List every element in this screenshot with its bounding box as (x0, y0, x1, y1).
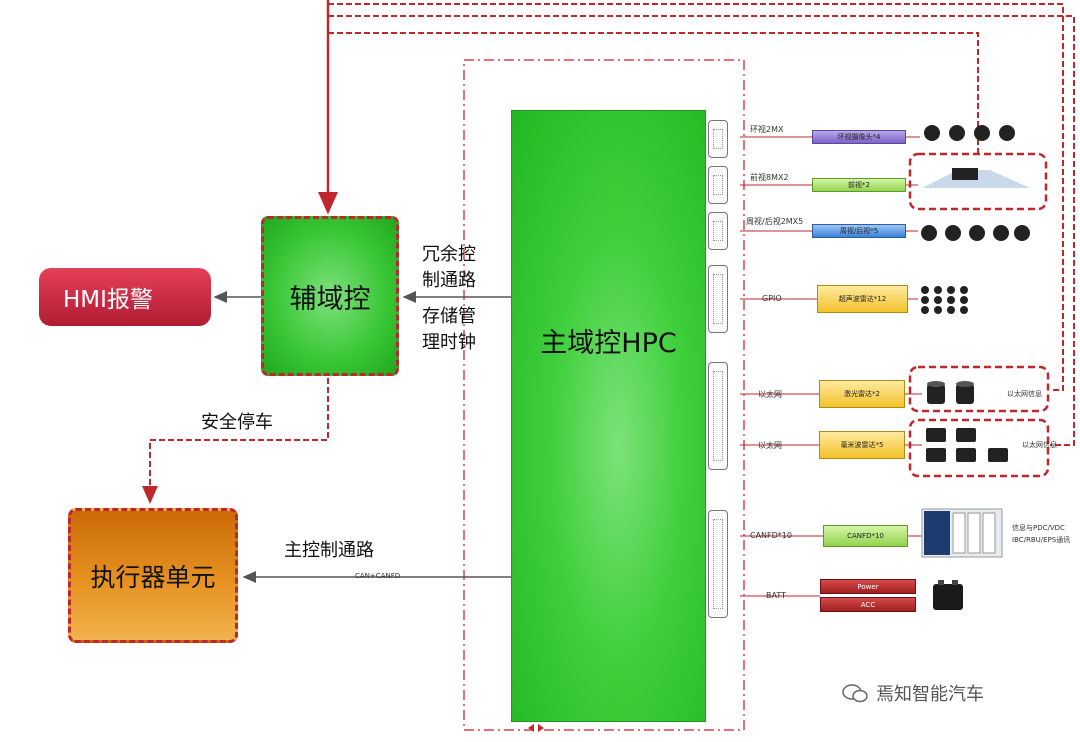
hpc-domain-controller: 主域控HPC (511, 110, 706, 722)
eth2-interface-label: 以太网 (758, 441, 782, 450)
side-camera-bar: 周视/后视*5 (812, 224, 906, 238)
wechat-icon (842, 684, 868, 703)
storage-clock-label: 存储管 理时钟 (422, 304, 476, 356)
storage-line-1: 存储管 (422, 306, 476, 327)
hmi-alarm-block: HMI报警 (39, 268, 211, 326)
canfd-bar: CANFD*10 (823, 525, 908, 547)
surround-camera-bar: 环视摄像头*4 (812, 130, 906, 144)
ultrasonic-sensor-icons (921, 286, 968, 314)
radar-bar: 毫米波雷达*5 (819, 431, 905, 459)
acc-bar: ACC (820, 597, 916, 612)
hpc-frame (463, 59, 745, 731)
front-camera-bar: 前视*2 (812, 178, 906, 192)
radar-group (908, 418, 1050, 478)
surround-camera-icons (924, 125, 1015, 141)
radar-eth-note: 以太网信息 (1022, 441, 1057, 449)
comm-note-line-2: IBC/RBU/EPS通讯 (1012, 536, 1071, 544)
aux-domain-controller: 辅域控 (261, 216, 399, 376)
hpc-label: 主域控HPC (540, 328, 677, 359)
redundant-line-2: 制通路 (422, 270, 476, 291)
connector-surround (708, 120, 728, 158)
front-interface-label: 前视8MX2 (750, 173, 789, 182)
connector-ethernet (708, 362, 728, 470)
actuator-label: 执行器单元 (90, 562, 216, 592)
connector-side (708, 212, 728, 250)
lidar-icons (927, 381, 974, 404)
ultrasonic-bar: 超声波雷达*12 (817, 285, 908, 313)
aux-label: 辅域控 (289, 283, 371, 315)
gpio-interface-label: GPIO (762, 294, 782, 303)
redundant-path-label: 冗余控 制通路 (422, 242, 476, 294)
redundant-line-1: 冗余控 (422, 244, 476, 265)
connector-can (708, 510, 728, 618)
lidar-bar: 激光雷达*2 (819, 380, 905, 408)
comm-note-line-1: 信息与PDC/VDC (1012, 524, 1065, 532)
main-control-path-label: 主控制通路 (284, 540, 374, 561)
sensor-wires (905, 136, 922, 537)
radar-bus (328, 15, 1075, 446)
watermark-text: 焉知智能汽车 (876, 684, 984, 705)
actuator-unit: 执行器单元 (68, 508, 238, 643)
battery-icon (933, 580, 963, 610)
safe-stop-label: 安全停车 (201, 412, 273, 433)
batt-interface-label: BATT (766, 591, 786, 600)
eth1-interface-label: 以太网 (758, 390, 782, 399)
front-camera-icon (922, 168, 1030, 188)
hmi-label: HMI报警 (63, 287, 153, 313)
can-controller-icon (921, 508, 1003, 558)
power-bar: Power (820, 579, 916, 594)
safe-stop-path (142, 378, 329, 504)
interface-wires (740, 136, 823, 597)
lidar-group (908, 365, 1050, 413)
side-interface-label: 周视/后视2MX5 (746, 217, 804, 226)
watermark: 焉知智能汽车 (842, 680, 984, 706)
connector-gpio (708, 265, 728, 333)
camera-bus (328, 32, 979, 156)
connector-front (708, 166, 728, 204)
surround-interface-label: 环视2MX (750, 125, 784, 134)
canfd-interface-label: CANFD*10 (750, 531, 792, 540)
storage-line-2: 理时钟 (422, 332, 476, 353)
can-bus-label: CAN+CANFD (355, 572, 401, 580)
lidar-bus (328, 3, 1064, 391)
comm-note: 信息与PDC/VDC IBC/RBU/EPS通讯 (1012, 522, 1070, 546)
side-camera-icons (921, 225, 1030, 241)
lidar-eth-note: 以太网信息 (1007, 390, 1042, 398)
radar-icons (926, 428, 1008, 462)
front-cam-group (908, 152, 1048, 211)
